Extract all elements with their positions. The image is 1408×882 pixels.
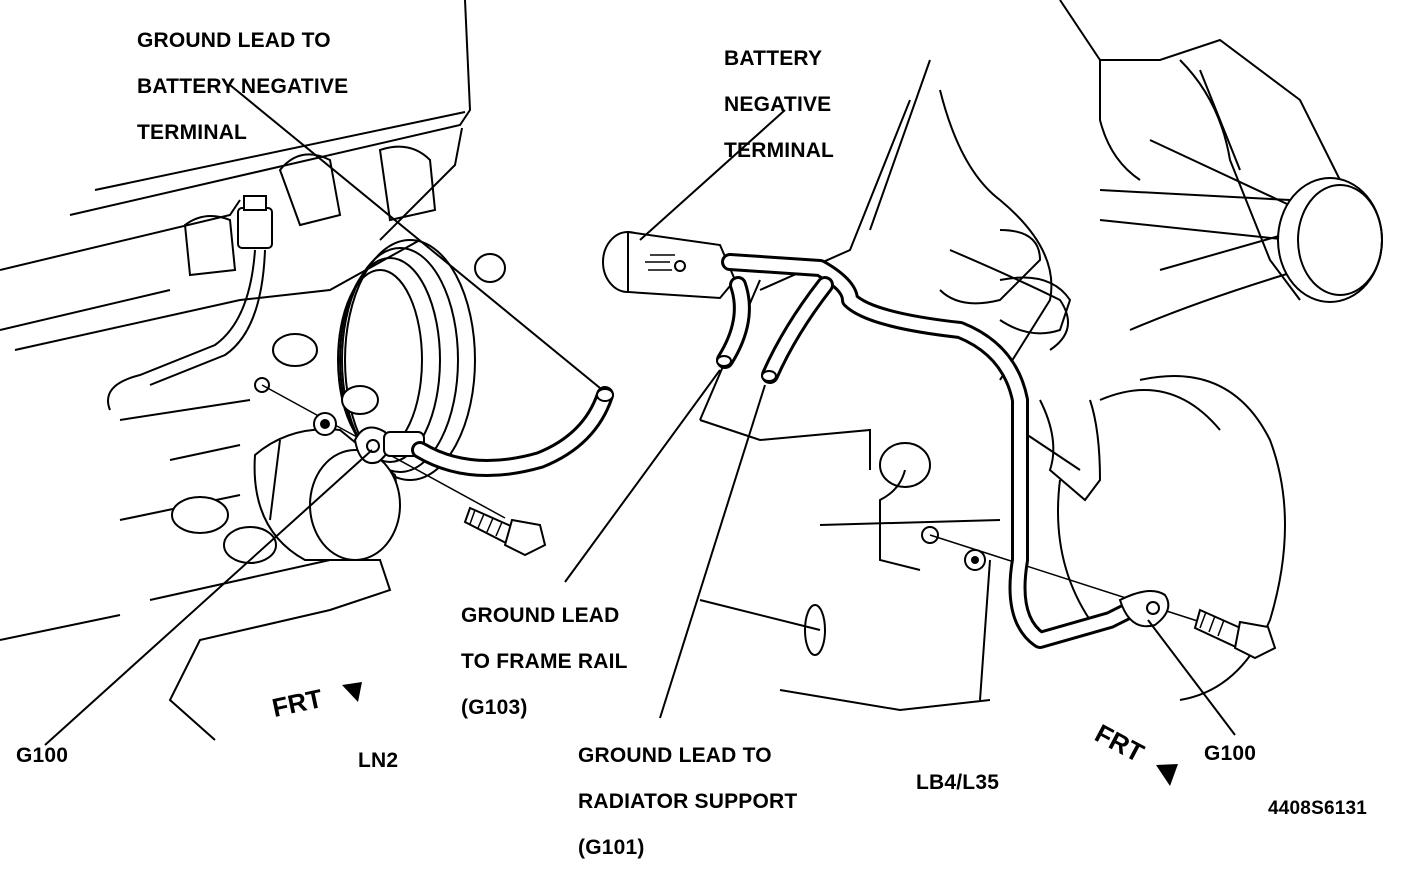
label-battery-terminal: BATTERY NEGATIVE TERMINAL: [724, 47, 835, 162]
figure-id: 4408S6131: [1268, 798, 1368, 819]
label-g100-right: G100: [1204, 742, 1257, 765]
label-frame-rail: GROUND LEAD TO FRAME RAIL (G103): [461, 604, 628, 719]
frt-arrow-left: [342, 682, 362, 702]
ground-lead-diagram: [0, 0, 1383, 786]
left-engine-illustration: [0, 0, 614, 741]
label-engine-ln2: LN2: [358, 749, 399, 772]
frt-arrow-right: [1156, 764, 1178, 786]
leader-lines: [44, 84, 1236, 746]
label-engine-lb4-l35: LB4/L35: [916, 771, 1000, 794]
right-engine-illustration: [602, 0, 1383, 712]
label-radiator-support: GROUND LEAD TO RADIATOR SUPPORT (G101): [578, 744, 798, 859]
label-g100-left: G100: [16, 744, 69, 767]
label-left-battery-lead: GROUND LEAD TO BATTERY NEGATIVE TERMINAL: [137, 29, 349, 144]
